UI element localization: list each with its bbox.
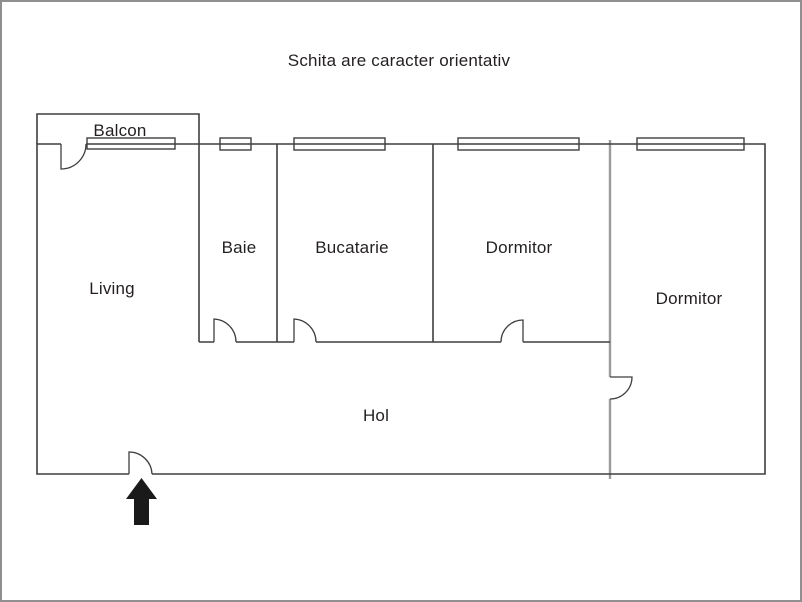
dormitor2-door: [609, 376, 633, 400]
dormitor1-window: [457, 137, 580, 151]
dormitor2-window: [636, 137, 745, 151]
baie-window: [219, 137, 252, 151]
room-label-hol: Hol: [362, 406, 390, 425]
windows: [86, 137, 745, 151]
dormitor1-door: [500, 319, 524, 343]
room-label-bucatarie: Bucatarie: [315, 238, 389, 257]
balcony-outline: [36, 113, 200, 144]
walls: [36, 113, 766, 475]
room-label-balcon: Balcon: [93, 121, 147, 140]
room-label-living: Living: [89, 279, 135, 298]
bucatarie-door: [293, 318, 317, 343]
room-label-dormitor-2: Dormitor: [655, 289, 723, 308]
outer-walls: [36, 143, 766, 475]
room-label-dormitor-1: Dormitor: [485, 238, 553, 257]
interior-vertical-walls: [198, 144, 434, 342]
balcony-door: [60, 143, 87, 170]
balcony-window: [86, 137, 176, 150]
entrance-arrow-icon: [126, 478, 157, 525]
entrance-door: [128, 451, 153, 475]
bucatarie-window: [293, 137, 386, 151]
room-label-baie: Baie: [221, 238, 257, 257]
doors: [60, 143, 633, 475]
baie-door: [213, 318, 237, 343]
disclaimer-title: Schita are caracter orientativ: [287, 51, 511, 70]
